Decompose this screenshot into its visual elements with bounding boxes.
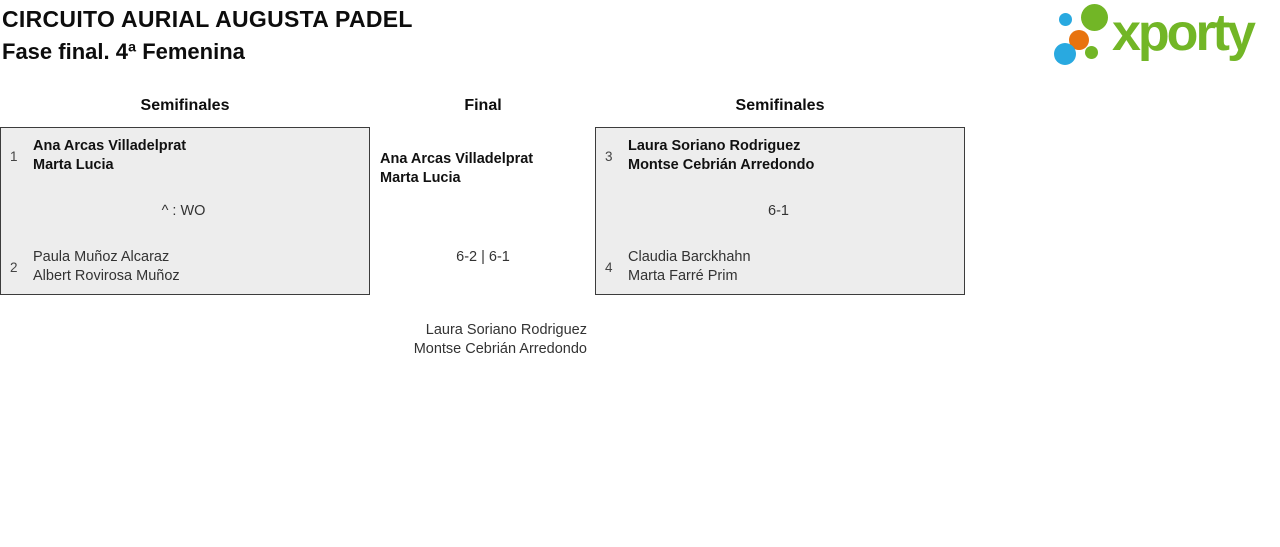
logo-dot-blue-big-icon bbox=[1054, 43, 1076, 65]
player-name: Paula Muñoz Alcaraz bbox=[33, 249, 170, 265]
xporty-logo[interactable]: xporty bbox=[1048, 0, 1280, 75]
match-score: ^ : WO bbox=[161, 203, 206, 219]
team-entry: 4 Claudia Barckhahn Marta Farré Prim bbox=[605, 248, 952, 286]
team-players: Laura Soriano Rodriguez Montse Cebrián A… bbox=[414, 322, 587, 357]
team-entry: 2 Paula Muñoz Alcaraz Albert Rovirosa Mu… bbox=[10, 248, 357, 286]
match-score: 6-1 bbox=[768, 203, 789, 219]
logo-dot-orange-icon bbox=[1069, 30, 1089, 50]
player-name: Marta Lucia bbox=[380, 170, 461, 186]
team-players: Claudia Barckhahn Marta Farré Prim bbox=[628, 248, 751, 286]
round-header-semifinals-left: Semifinales bbox=[140, 97, 230, 114]
team-entry: 1 Ana Arcas Villadelprat Marta Lucia bbox=[10, 137, 357, 175]
player-name: Laura Soriano Rodriguez bbox=[425, 322, 587, 338]
team-players: Laura Soriano Rodriguez Montse Cebrián A… bbox=[628, 137, 814, 175]
team-entry: Laura Soriano Rodriguez Montse Cebrián A… bbox=[414, 321, 587, 359]
player-name: Laura Soriano Rodriguez bbox=[628, 138, 801, 154]
match-block-final: Ana Arcas Villadelprat Marta Lucia 6-2 |… bbox=[378, 127, 588, 360]
team-players: Paula Muñoz Alcaraz Albert Rovirosa Muño… bbox=[33, 248, 180, 286]
team-players: Ana Arcas Villadelprat Marta Lucia bbox=[33, 137, 186, 175]
seed-number: 4 bbox=[605, 259, 613, 275]
seed-number: 3 bbox=[605, 148, 613, 164]
player-name: Ana Arcas Villadelprat bbox=[380, 151, 534, 167]
logo-wordmark: xporty bbox=[1112, 4, 1256, 62]
seed-number: 2 bbox=[10, 259, 18, 275]
player-name: Montse Cebrián Arredondo bbox=[628, 157, 815, 173]
logo-dot-green-small-icon bbox=[1085, 46, 1098, 59]
player-name: Albert Rovirosa Muñoz bbox=[33, 268, 180, 284]
team-entry: Ana Arcas Villadelprat Marta Lucia bbox=[380, 150, 533, 188]
match-box-semifinal-left: 1 Ana Arcas Villadelprat Marta Lucia ^ :… bbox=[0, 127, 370, 295]
phase-subtitle: Fase final. 4ª Femenina bbox=[2, 39, 245, 64]
logo-dot-green-big-icon bbox=[1081, 4, 1108, 31]
tournament-title: CIRCUITO AURIAL AUGUSTA PADEL bbox=[2, 6, 413, 32]
player-name: Marta Lucia bbox=[33, 157, 114, 173]
team-players: Ana Arcas Villadelprat Marta Lucia bbox=[380, 151, 533, 186]
round-header-semifinals-right: Semifinales bbox=[735, 97, 825, 114]
player-name: Montse Cebrián Arredondo bbox=[413, 341, 587, 357]
team-entry: 3 Laura Soriano Rodriguez Montse Cebrián… bbox=[605, 137, 952, 175]
round-header-final: Final bbox=[464, 97, 502, 114]
match-box-semifinal-right: 3 Laura Soriano Rodriguez Montse Cebrián… bbox=[595, 127, 965, 295]
player-name: Ana Arcas Villadelprat bbox=[33, 138, 187, 154]
logo-dot-blue-small-icon bbox=[1059, 13, 1072, 26]
player-name: Marta Farré Prim bbox=[628, 268, 738, 284]
player-name: Claudia Barckhahn bbox=[628, 249, 751, 265]
seed-number: 1 bbox=[10, 148, 18, 164]
page-header: CIRCUITO AURIAL AUGUSTA PADEL Fase final… bbox=[2, 3, 413, 67]
match-score: 6-2 | 6-1 bbox=[456, 249, 510, 265]
